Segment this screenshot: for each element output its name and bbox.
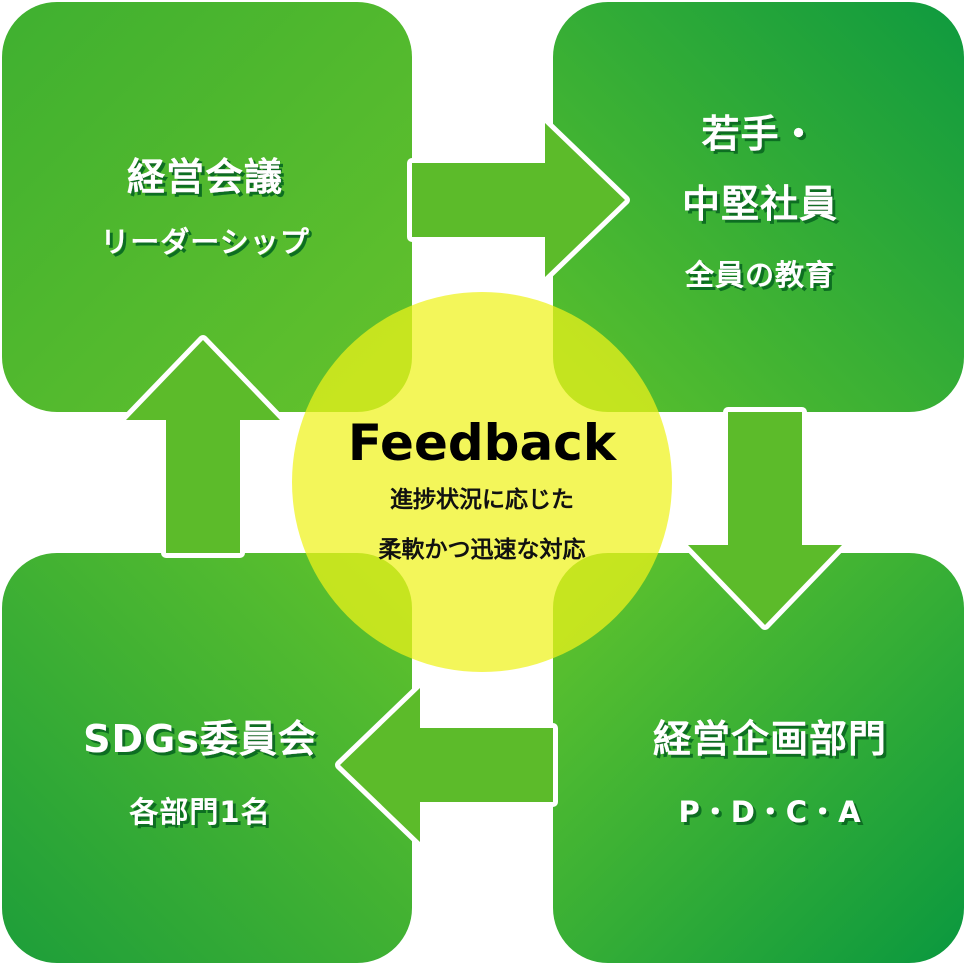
box-top-right xyxy=(553,2,964,412)
center-circle xyxy=(292,292,672,672)
center-line-1: 進捗状況に応じた xyxy=(390,486,574,513)
arrow-right xyxy=(407,118,630,282)
box-bottom-left-title: SDGs委員会 xyxy=(83,717,317,761)
box-bottom-right-subtitle: P・D・C・A xyxy=(678,795,861,829)
box-top-right-subtitle: 全員の教育 xyxy=(684,258,835,292)
box-top-right-title-line1: 若手・ xyxy=(701,112,818,156)
box-top-left-title: 経営会議 xyxy=(127,155,283,199)
box-top-left-subtitle: リーダーシップ xyxy=(100,225,309,259)
arrow-left xyxy=(335,683,558,847)
box-bottom-left xyxy=(2,553,412,963)
arrow-up xyxy=(121,335,285,558)
box-top-right-title-line2: 中堅社員 xyxy=(682,182,838,226)
box-top-left xyxy=(2,2,412,412)
center-line-2: 柔軟かつ迅速な対応 xyxy=(379,536,586,563)
box-bottom-right-title: 経営企画部門 xyxy=(653,717,887,761)
box-bottom-left-subtitle: 各部門1名 xyxy=(128,795,270,829)
center-title: Feedback xyxy=(348,414,618,472)
box-bottom-right xyxy=(553,553,964,963)
arrow-down xyxy=(683,407,847,630)
